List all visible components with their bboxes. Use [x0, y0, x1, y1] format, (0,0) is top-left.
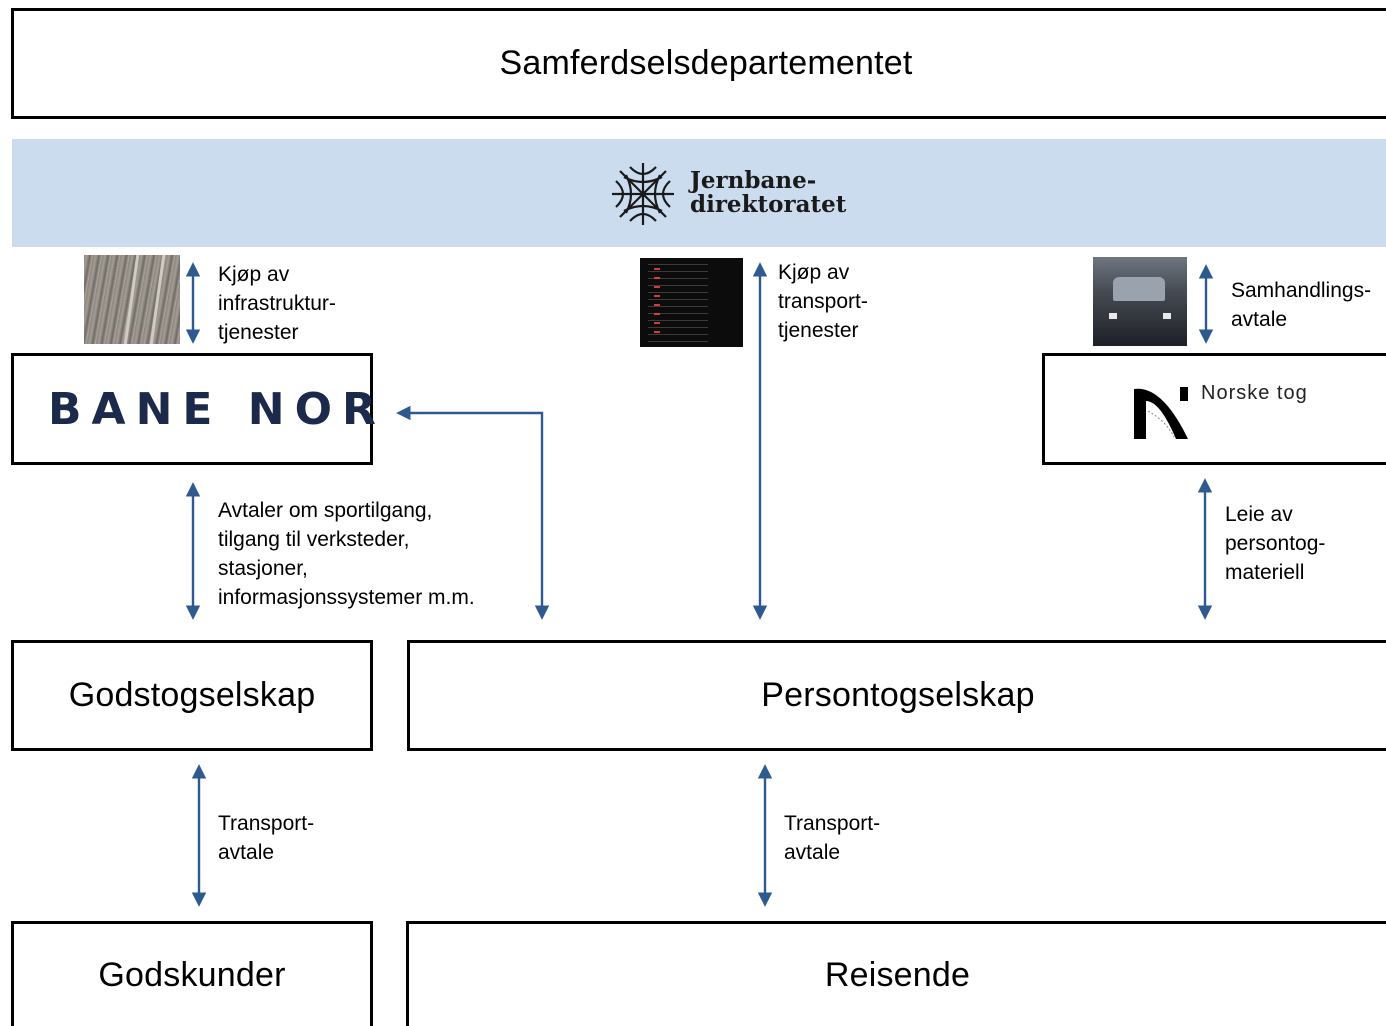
- ministry-label: Samferdselsdepartementet: [499, 44, 913, 82]
- label-line: Avtaler om sportilgang,: [218, 499, 433, 522]
- track-access-label: Avtaler om sportilgang, tilgang til verk…: [218, 496, 475, 612]
- label-line: Leie av: [1225, 503, 1293, 526]
- bane-nor-logo: BANE NOR: [48, 384, 386, 435]
- rolling-stock-lease-label: Leie av persontog- materiell: [1225, 500, 1325, 587]
- arrow-bane-nor-passenger: [396, 405, 550, 620]
- label-line: infrastruktur-: [218, 292, 336, 315]
- label-line: Transport-: [218, 812, 315, 835]
- bane-nor-box: [11, 353, 373, 465]
- label-line: tilgang til verksteder,: [218, 528, 410, 551]
- freight-transport-label: Transport- avtale: [218, 809, 314, 867]
- norske-tog-name: Norske tog: [1201, 382, 1308, 404]
- label-line: avtale: [784, 841, 841, 864]
- freight-operators-box: Godstogselskap: [11, 640, 373, 751]
- rail-track-image: [84, 255, 180, 344]
- label-line: tjenester: [218, 321, 299, 344]
- ministry-box: Samferdselsdepartementet: [11, 8, 1386, 119]
- passenger-transport-label: Transport- avtale: [784, 809, 880, 867]
- passenger-operators-label: Persontogselskap: [761, 676, 1035, 714]
- label-line: persontog-: [1225, 532, 1326, 555]
- label-line: Kjøp av: [218, 263, 290, 286]
- label-line: stasjoner,: [218, 557, 308, 580]
- infrastructure-purchase-label: Kjøp av infrastruktur- tjenester: [218, 260, 336, 347]
- travellers-label: Reisende: [824, 955, 971, 994]
- timetable-screen-image: [640, 258, 743, 347]
- label-line: Transport-: [784, 812, 881, 835]
- directorate-band: [12, 139, 1386, 247]
- label-line: avtale: [218, 841, 275, 864]
- passenger-operators-box: Persontogselskap: [407, 640, 1386, 751]
- cooperation-label: Samhandlings- avtale: [1231, 276, 1371, 334]
- norske-tog-box: [1042, 353, 1386, 465]
- directorate-name-line-2: direktoratet: [690, 191, 847, 218]
- norske-tog-logo-icon: [1134, 387, 1188, 439]
- directorate-logo-icon: [612, 163, 674, 225]
- freight-operators-label: Godstogselskap: [68, 676, 316, 714]
- transport-purchase-label: Kjøp av transport- tjenester: [778, 258, 868, 345]
- freight-customers-box: Godskunder: [11, 921, 373, 1026]
- label-line: avtale: [1231, 308, 1288, 331]
- directorate-name: Jernbane- direktoratet: [690, 169, 846, 217]
- train-front-image: [1093, 257, 1187, 346]
- label-line: Kjøp av: [778, 261, 850, 284]
- freight-customers-label: Godskunder: [98, 955, 286, 994]
- label-line: tjenester: [778, 319, 859, 342]
- label-line: informasjonssystemer m.m.: [218, 586, 475, 609]
- label-line: Samhandlings-: [1231, 279, 1372, 302]
- label-line: materiell: [1225, 561, 1305, 584]
- travellers-box: Reisende: [406, 921, 1386, 1026]
- directorate-name-line-1: Jernbane-: [690, 167, 817, 194]
- label-line: transport-: [778, 290, 868, 313]
